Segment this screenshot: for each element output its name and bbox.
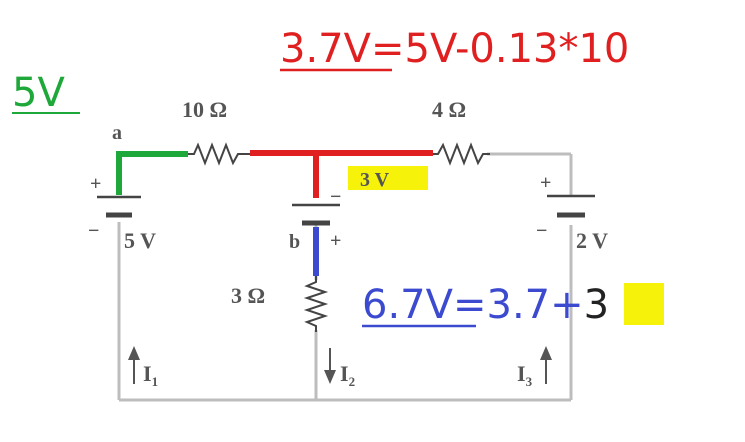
battery-middle-label: 3 V (360, 169, 390, 191)
arrow-down-icon (324, 348, 336, 384)
battery-middle-plus: + (330, 230, 341, 252)
green-path-line (116, 151, 188, 195)
resistor-10-ohm-label: 10 Ω (182, 97, 227, 122)
red-formula-result: 3.7V (280, 26, 372, 72)
node-a-voltage: 5V (12, 70, 65, 116)
blue-formula-highlight-value: 3 (584, 282, 609, 328)
blue-formula-expression: =3.7+ (453, 282, 584, 328)
battery-left-label: 5 V (124, 228, 156, 253)
resistor-3-ohm-label: 3 Ω (231, 283, 265, 308)
red-formula: 3.7V=5V-0.13*10 (280, 26, 629, 72)
highlight-3v (348, 166, 428, 190)
battery-right (547, 194, 595, 218)
current-1-label: I1 (143, 361, 158, 389)
battery-left-minus: − (88, 220, 99, 242)
current-3-label: I3 (517, 361, 533, 389)
highlight-3 (624, 283, 664, 325)
battery-left-plus: + (90, 173, 101, 195)
red-formula-expression: =5V-0.13*10 (371, 26, 629, 72)
resistor-4-ohm (432, 142, 490, 166)
battery-left (97, 195, 141, 218)
battery-right-plus: + (540, 172, 551, 194)
resistor-10-ohm (188, 142, 250, 166)
battery-middle-minus: − (330, 186, 341, 208)
node-b-label: b (289, 231, 300, 253)
current-2-label: I2 (340, 361, 355, 389)
blue-formula-result: 6.7V (362, 282, 454, 328)
resistor-3-ohm (303, 276, 329, 332)
blue-formula: 6.7V=3.7+3 (362, 282, 609, 328)
circuit-wires (117, 152, 573, 402)
battery-right-minus: − (536, 220, 547, 242)
node-a-label: a (112, 122, 122, 144)
battery-right-label: 2 V (576, 228, 608, 253)
resistor-4-ohm-label: 4 Ω (432, 97, 466, 122)
arrow-up-icon (540, 346, 552, 384)
arrow-up-icon (128, 346, 140, 384)
battery-middle (292, 203, 340, 226)
